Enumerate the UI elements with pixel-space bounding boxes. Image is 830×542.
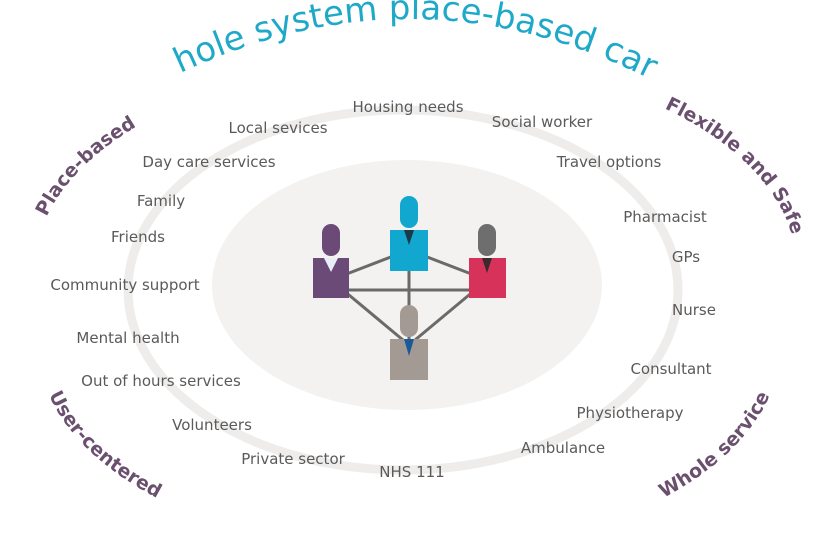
label-nhs-111: NHS 111	[379, 463, 445, 481]
label-gps: GPs	[671, 248, 701, 266]
label-out-of-hours-services: Out of hours services	[81, 372, 241, 390]
label-consultant: Consultant	[630, 360, 712, 378]
corner-label-user-centered: User-centered	[44, 387, 165, 502]
outer-ring	[123, 105, 683, 475]
label-social-worker: Social worker	[491, 113, 593, 131]
label-pharmacist: Pharmacist	[623, 208, 707, 226]
label-community-support: Community support	[50, 276, 200, 294]
label-volunteers: Volunteers	[172, 416, 252, 434]
person-grey-icon	[390, 305, 428, 380]
label-private-sector: Private sector	[241, 450, 345, 468]
label-day-care-services: Day care services	[142, 153, 276, 171]
person-blue-icon	[390, 196, 428, 271]
label-housing-needs: Housing needs	[352, 98, 464, 116]
person-purple-icon	[313, 224, 349, 298]
label-family: Family	[136, 192, 186, 210]
label-mental-health: Mental health	[76, 329, 180, 347]
corner-label-place-based: Place-based	[31, 112, 139, 219]
person-red-icon	[469, 224, 506, 298]
label-friends: Friends	[111, 228, 165, 246]
label-nurse: Nurse	[672, 301, 716, 319]
inner-ellipse	[212, 160, 602, 410]
label-physiotherapy: Physiotherapy	[576, 404, 684, 422]
title: Whole system place-based care	[0, 0, 664, 87]
label-travel-options: Travel options	[556, 153, 662, 171]
label-local-sevices: Local sevices	[228, 119, 328, 137]
people-network-icon	[313, 196, 506, 380]
label-ambulance: Ambulance	[520, 439, 606, 457]
